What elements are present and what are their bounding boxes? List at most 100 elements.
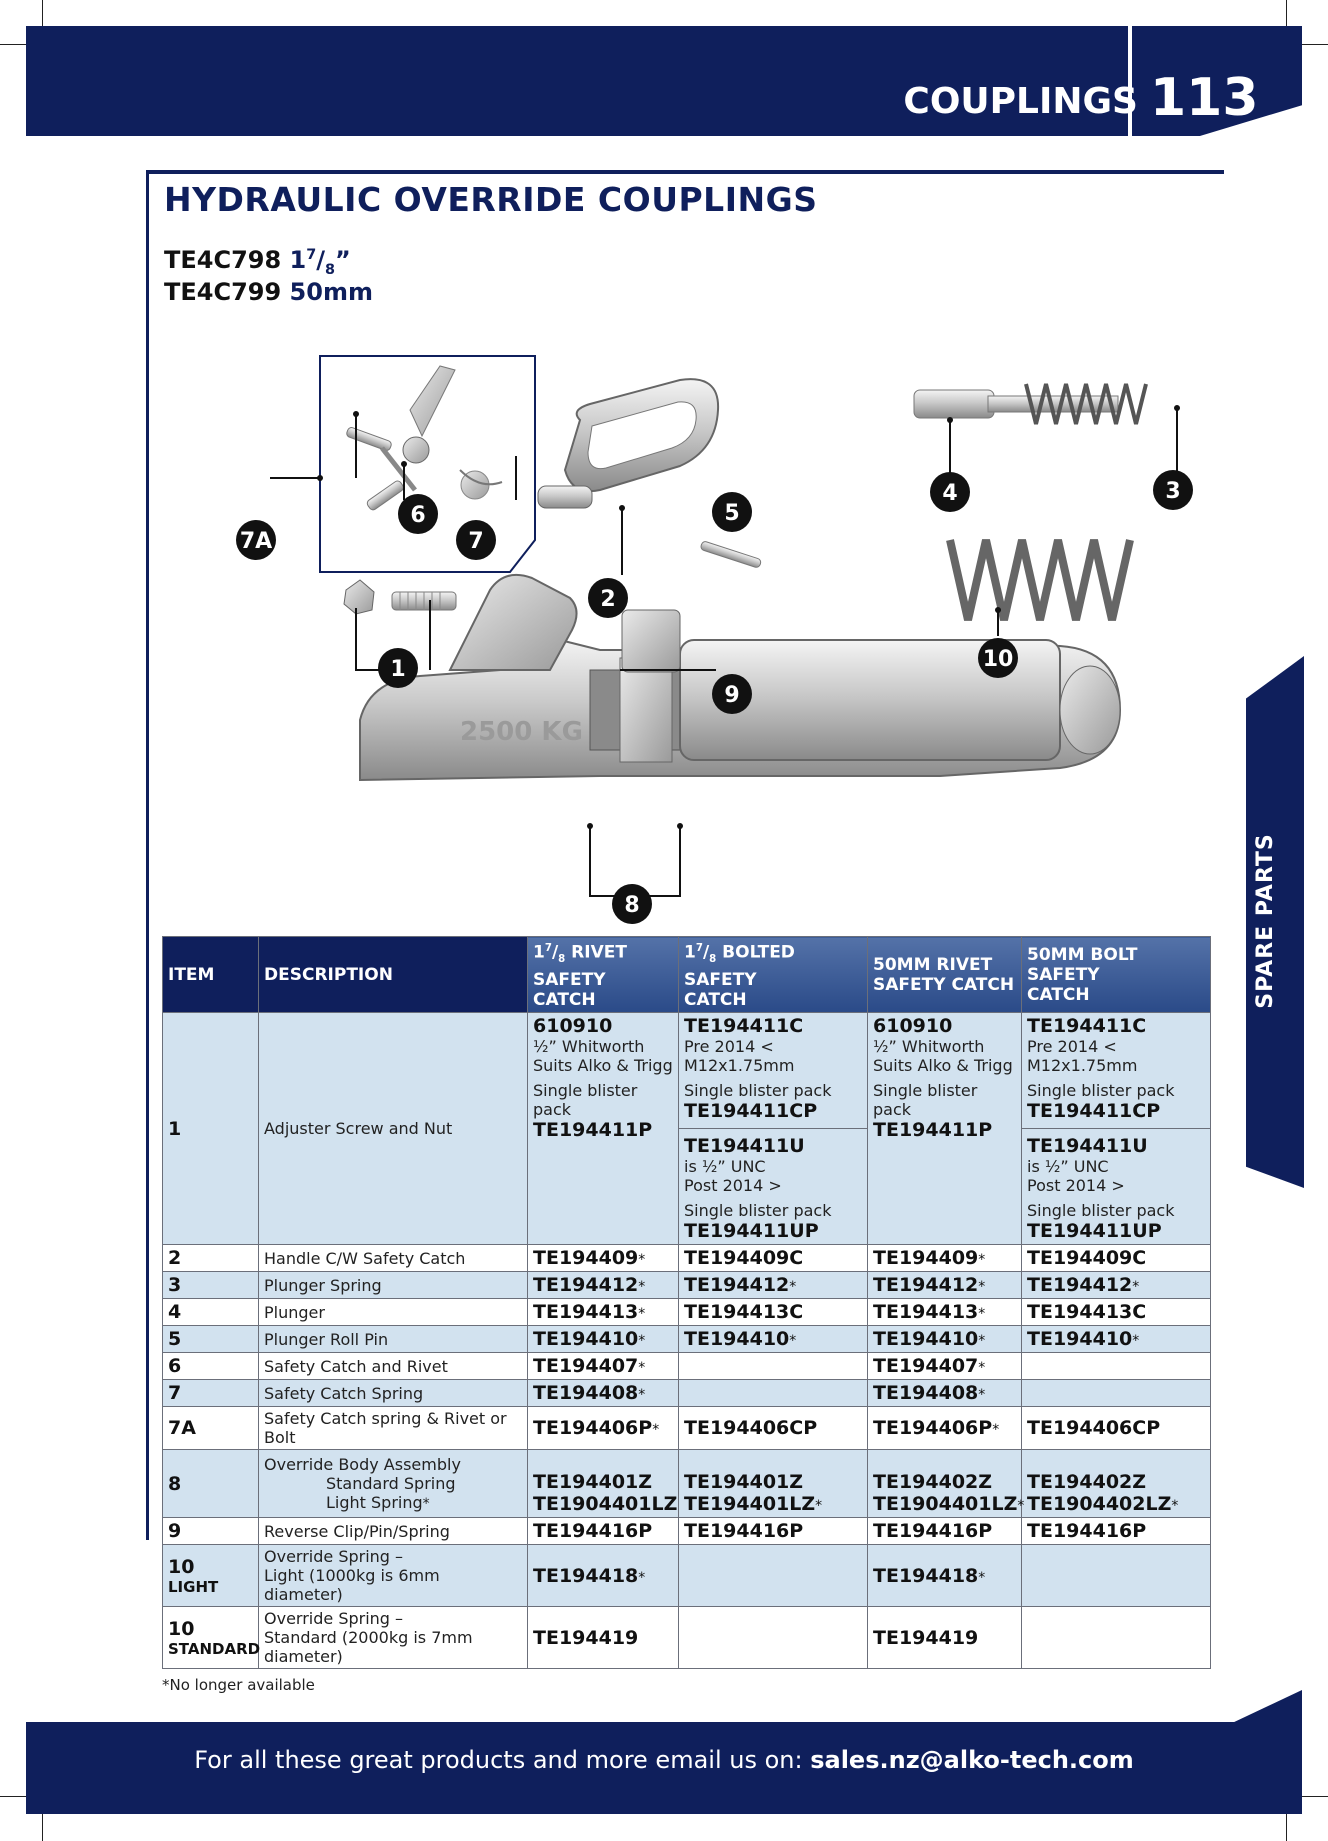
part-cell: TE194410* [527, 1325, 679, 1354]
crop-mark [0, 1796, 26, 1797]
page-title: HYDRAULIC OVERRIDE COUPLINGS [164, 180, 818, 219]
svg-text:6: 6 [410, 503, 425, 528]
side-tab-label: SPARE PARTS [1253, 833, 1278, 1009]
table-row: 8 Override Body Assembly Standard Spring… [162, 1449, 1211, 1519]
page-number: 113 [1150, 68, 1259, 128]
part-cell: TE194412* [867, 1271, 1022, 1300]
column-header: ITEM [162, 935, 259, 1014]
table-row: 1 Adjuster Screw and Nut 610910 ½” Whitw… [162, 1012, 1211, 1246]
item-cell: 4 [162, 1298, 259, 1327]
callout-9: 9 [712, 674, 752, 714]
safety-catch-kit-box [319, 355, 536, 573]
description-cell: Override Spring –Standard (2000kg is 7mm… [258, 1606, 528, 1670]
part-cell: TE194406CP [1021, 1406, 1211, 1451]
svg-text:9: 9 [724, 683, 739, 708]
footer-contact: For all these great products and more em… [26, 1740, 1302, 1780]
crop-mark [1302, 1796, 1328, 1797]
crop-mark [1302, 44, 1328, 45]
crop-mark [42, 0, 43, 26]
svg-text:7A: 7A [240, 529, 272, 554]
part-cell: TE194409* [527, 1244, 679, 1273]
part-cell: TE194406P* [527, 1406, 679, 1451]
header-band [26, 26, 1302, 136]
crop-mark [1286, 0, 1287, 26]
safety-catch-part [346, 365, 456, 511]
safety-catch-spring-part [459, 469, 503, 500]
item-cell: 1 [162, 1012, 259, 1246]
svg-text:10: 10 [983, 647, 1014, 672]
roll-pin-part [700, 541, 762, 568]
part-cell: TE194407* [527, 1352, 679, 1381]
part-cell [1021, 1544, 1211, 1608]
callout-5: 5 [712, 492, 752, 532]
footer-email-link[interactable]: sales.nz@alko-tech.com [810, 1746, 1134, 1774]
override-spring-part [946, 539, 1134, 621]
part-cell: TE194418* [527, 1544, 679, 1608]
column-header: DESCRIPTION [258, 935, 528, 1014]
crop-mark [1286, 1814, 1287, 1841]
part-cell [678, 1379, 868, 1408]
svg-text:1: 1 [390, 657, 405, 682]
table-row: 9 Reverse Clip/Pin/Spring TE194416P TE19… [162, 1517, 1211, 1546]
callout-3: 3 [1153, 470, 1193, 510]
item-cell: 3 [162, 1271, 259, 1300]
part-cell: TE194412* [527, 1271, 679, 1300]
part-cell: TE194410* [1021, 1325, 1211, 1354]
crop-mark [0, 44, 26, 45]
part-cell: TE194411C Pre 2014 < M12x1.75mm Single b… [1021, 1012, 1211, 1246]
callout-7a: 7A [236, 520, 276, 560]
part-cell: TE194410* [678, 1325, 868, 1354]
part-cell: TE194406P* [867, 1406, 1022, 1451]
description-cell: Adjuster Screw and Nut [258, 1012, 528, 1246]
description-cell: Safety Catch Spring [258, 1379, 528, 1408]
part-cell: TE194407* [867, 1352, 1022, 1381]
svg-text:5: 5 [724, 501, 739, 526]
description-cell: Safety Catch spring & Rivet or Bolt [258, 1406, 528, 1451]
plunger-spring-part [1024, 383, 1148, 425]
header-divider [1128, 26, 1132, 136]
part-cell: TE194413C [678, 1298, 868, 1327]
part-cell: TE194409C [678, 1244, 868, 1273]
part-cell [678, 1606, 868, 1670]
description-cell: Safety Catch and Rivet [258, 1352, 528, 1381]
svg-text:7: 7 [468, 529, 483, 554]
part-cell: TE194409* [867, 1244, 1022, 1273]
exploded-parts-diagram: 2500 KG 7A 6 7 5 2 4 3 10 1 9 8 [236, 355, 1193, 924]
part-cell: TE194416P [527, 1517, 679, 1546]
part-cell [678, 1544, 868, 1608]
item-cell: 5 [162, 1325, 259, 1354]
part-cell: TE194408* [867, 1379, 1022, 1408]
part-cell: TE194416P [678, 1517, 868, 1546]
handle-part [537, 378, 720, 509]
svg-text:3: 3 [1165, 479, 1180, 504]
item-cell: 6 [162, 1352, 259, 1381]
part-cell: TE194413C [1021, 1298, 1211, 1327]
model-size: 17/8” [289, 246, 351, 278]
footer-band [26, 1722, 1302, 1814]
part-cell: TE194410* [867, 1325, 1022, 1354]
model-size: 50mm [289, 278, 373, 306]
callout-4: 4 [930, 472, 970, 512]
svg-text:2: 2 [600, 587, 615, 612]
title-rule [146, 170, 1224, 174]
item-cell: 7 [162, 1379, 259, 1408]
callout-8: 8 [612, 884, 652, 924]
crop-mark [42, 1814, 43, 1841]
footer-text: For all these great products and more em… [194, 1746, 803, 1774]
description-cell: Override Spring –Light (1000kg is 6mm di… [258, 1544, 528, 1608]
item-cell: 9 [162, 1517, 259, 1546]
